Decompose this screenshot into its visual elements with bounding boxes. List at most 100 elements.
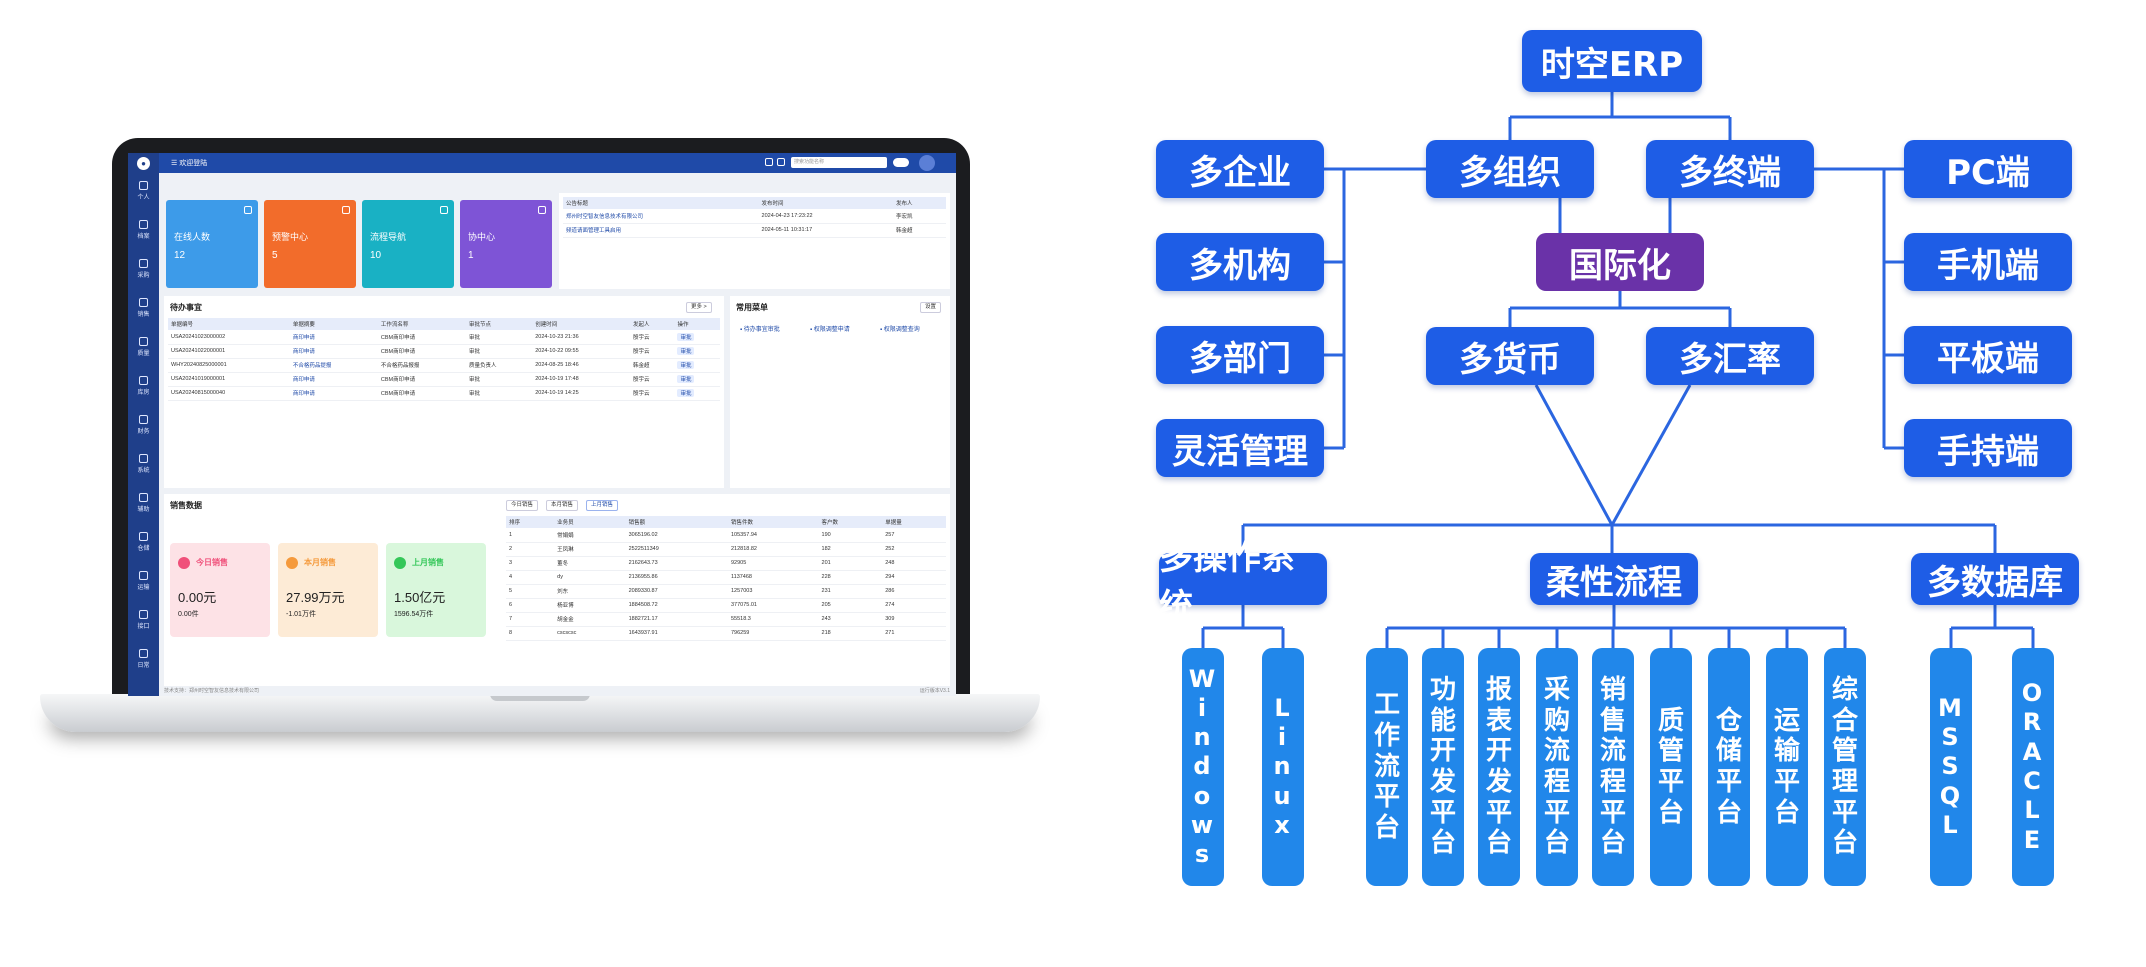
node-char: i xyxy=(1197,693,1209,722)
table-cell: 228 xyxy=(818,570,883,585)
welcome-menu[interactable]: ☰ 欢迎登陆 xyxy=(171,160,208,167)
flow-node: 柔性流程 xyxy=(1530,553,1698,605)
table-cell: 胡金金 xyxy=(554,612,626,627)
table-cell: 频道请面管理工具启用 xyxy=(563,223,759,238)
table-cell: 5 xyxy=(506,584,555,599)
settings-button[interactable]: 设置 xyxy=(920,302,942,313)
home-icon[interactable] xyxy=(777,158,785,166)
approve-button[interactable]: 审批 xyxy=(677,347,695,355)
sidebar-item[interactable]: 仓储 xyxy=(128,532,159,552)
node-char: 平 xyxy=(1715,767,1742,797)
node-char: L xyxy=(1274,693,1292,722)
sidebar-item[interactable]: 辅助 xyxy=(128,493,159,513)
table-link[interactable]: 频道请面管理工具启用 xyxy=(566,228,622,234)
table-cell: 殷宇云 xyxy=(629,330,675,345)
laptop-notch xyxy=(490,694,590,701)
sidebar-item[interactable]: 档案 xyxy=(128,220,159,240)
node-char: 流 xyxy=(1543,736,1570,767)
more-button[interactable]: 更多 > xyxy=(686,302,712,313)
sidebar-item[interactable]: 运输 xyxy=(128,571,159,591)
node-char: 工 xyxy=(1373,690,1400,721)
avatar[interactable] xyxy=(919,155,935,171)
approve-button[interactable]: 审批 xyxy=(677,332,695,341)
sidebar-item[interactable]: 库房 xyxy=(128,376,159,396)
node-char: 平 xyxy=(1599,797,1626,828)
user-icon[interactable] xyxy=(765,158,773,166)
sales-tab[interactable]: 上月销售 xyxy=(586,500,619,511)
table-header: 操作 xyxy=(674,318,720,330)
table-cell: 韩金超 xyxy=(629,358,675,373)
sidebar-item[interactable]: 系统 xyxy=(128,454,159,474)
stat-icon xyxy=(244,206,252,214)
node-char: 购 xyxy=(1543,705,1570,736)
sidebar-item-label: 日常 xyxy=(137,663,150,669)
table-cell: 商印申请 xyxy=(289,372,378,387)
table-link[interactable]: 商印申请 xyxy=(292,391,315,397)
common-menu-item[interactable]: ▪ 权限调整申请 xyxy=(810,327,850,333)
sidebar-item[interactable]: 采购 xyxy=(128,259,159,279)
common-menu-item[interactable]: ▪ 待办事宜审批 xyxy=(740,327,780,333)
node-char: 销 xyxy=(1599,674,1626,705)
approve-button[interactable]: 审批 xyxy=(677,389,695,397)
common-menu-item[interactable]: ▪ 权限调整查询 xyxy=(880,327,920,333)
sales-tab[interactable]: 本月销售 xyxy=(546,500,579,511)
sidebar-item[interactable]: 个人 xyxy=(128,181,159,201)
todo-panel: 待办事宜 更多 > 单据编号单据摘要工作流名称审批节点创建时间发起人操作 USA… xyxy=(164,296,724,488)
table-cell: 212818.82 xyxy=(727,542,819,557)
table-cell: 审批 xyxy=(674,330,720,345)
sidebar-item[interactable]: 销售 xyxy=(128,298,159,318)
sidebar-item[interactable]: 财务 xyxy=(128,415,159,435)
table-header: 销售额 xyxy=(625,516,728,528)
flow-leaf: 采购流程平台 xyxy=(1536,648,1578,886)
approve-button[interactable]: 审批 xyxy=(677,361,695,369)
table-link[interactable]: 不合格药品提报 xyxy=(292,363,332,369)
stat-icon xyxy=(342,206,350,214)
table-cell: 不合格药品报报 xyxy=(377,358,466,373)
sale-label: 上月销售 xyxy=(412,558,444,567)
table-cell: CBM商印申请 xyxy=(377,372,466,387)
table-link[interactable]: 郑州时空智友信息技术有限公司 xyxy=(566,213,644,220)
search-input[interactable]: 搜索功能名称 xyxy=(791,157,887,168)
table-link[interactable]: 商印申请 xyxy=(292,377,315,383)
sidebar-item[interactable]: 日常 xyxy=(128,649,159,669)
menu-icon xyxy=(139,610,148,619)
table-cell: 李宏凯 xyxy=(892,209,946,224)
approve-button[interactable]: 审批 xyxy=(677,375,695,383)
table-link[interactable]: 商印申请 xyxy=(292,349,315,355)
node-char: 发 xyxy=(1485,767,1512,797)
node-char: 开 xyxy=(1429,736,1456,767)
table-link[interactable]: 商印申请 xyxy=(292,334,315,341)
sales-tab[interactable]: 今日销售 xyxy=(506,500,539,511)
menu-icon xyxy=(139,298,148,307)
theme-toggle[interactable] xyxy=(893,158,909,167)
sidebar-item[interactable]: 质量 xyxy=(128,337,159,357)
sidebar-item[interactable]: 接口 xyxy=(128,610,159,630)
sale-label: 本月销售 xyxy=(304,558,336,567)
menu-icon xyxy=(139,376,148,385)
laptop-base xyxy=(40,694,1040,732)
